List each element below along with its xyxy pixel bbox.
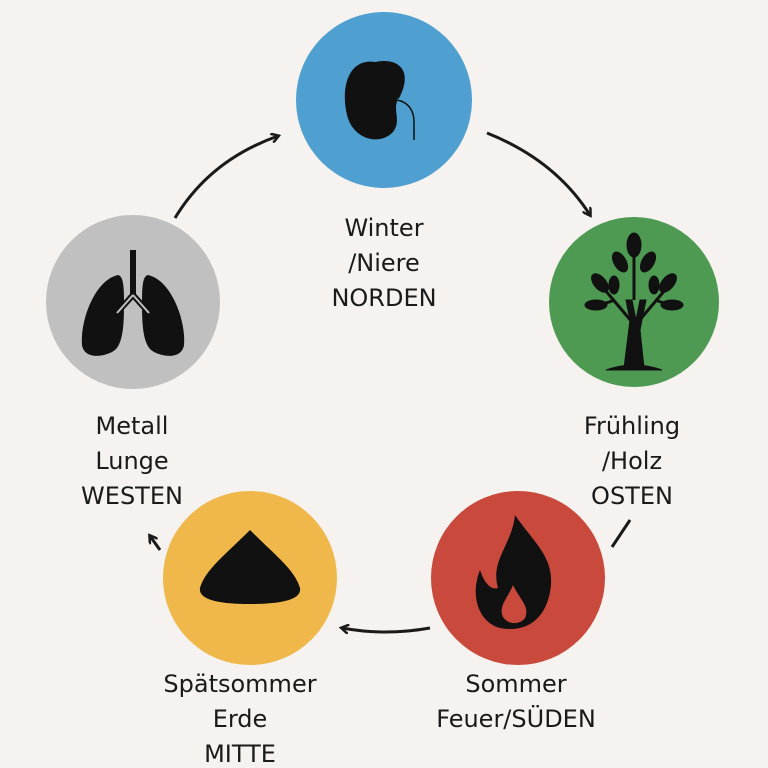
arrow-center-to-west — [150, 536, 162, 551]
east-label-line: OSTEN — [591, 482, 673, 510]
tree-icon — [584, 232, 684, 371]
north-label-line: NORDEN — [331, 284, 437, 312]
fire-icon — [475, 515, 552, 630]
west-label: Metall Lunge WESTEN — [22, 409, 242, 514]
kidney-icon — [344, 61, 416, 140]
west-label-line: WESTEN — [81, 482, 183, 510]
arrow-south-to-center — [342, 628, 431, 632]
center-label: Spätsommer Erde MITTE — [130, 667, 350, 768]
east-label-line: Frühling — [583, 412, 681, 440]
north-label-line: Winter — [344, 214, 424, 242]
center-label-line: Erde — [212, 705, 268, 733]
north-label: Winter /Niere NORDEN — [274, 211, 494, 316]
arrow-west-to-north — [173, 136, 278, 219]
east-label-line: /Holz — [601, 447, 663, 475]
south-label-line: Sommer — [465, 670, 567, 698]
west-label-line: Metall — [95, 412, 169, 440]
arrow-north-to-east — [486, 131, 590, 215]
south-label: Sommer Feuer/SÜDEN — [406, 667, 626, 737]
west-circle — [46, 215, 220, 389]
west-label-line: Lunge — [95, 447, 169, 475]
center-label-line: MITTE — [204, 740, 276, 768]
east-circle — [549, 217, 719, 387]
mound-icon — [199, 530, 301, 604]
center-label-line: Spätsommer — [163, 670, 317, 698]
south-label-line: Feuer/SÜDEN — [436, 705, 596, 733]
north-label-line: /Niere — [348, 249, 420, 277]
lungs-icon — [81, 250, 185, 356]
east-label: Frühling /Holz OSTEN — [522, 409, 742, 514]
arrow-east-to-south — [610, 519, 632, 548]
